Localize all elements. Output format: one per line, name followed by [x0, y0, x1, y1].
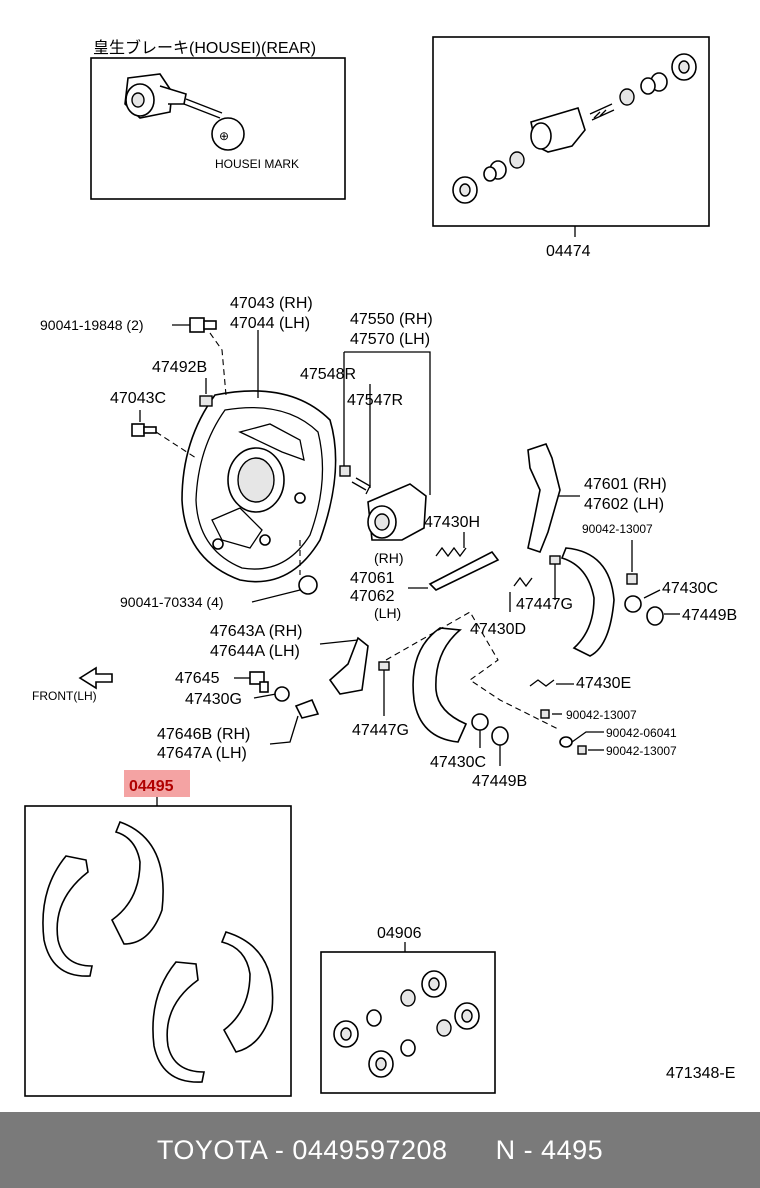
housei-wheel-cylinder-drawing: ⊕ — [124, 73, 245, 151]
label-47447g-b: 47447G — [352, 722, 409, 739]
housei-mark-glyph: ⊕ — [219, 129, 229, 143]
spring-47430h — [435, 546, 467, 558]
clip-90042-13007-c — [577, 745, 587, 755]
footer-bar: TOYOTA - 0449597208 N - 4495 — [0, 1112, 760, 1188]
footer-brand-part-number: TOYOTA - 0449597208 — [156, 1134, 448, 1165]
front-arrow-icon — [78, 666, 113, 690]
pin-47447g-b — [378, 661, 390, 671]
bolt-90041-19848 — [189, 317, 217, 333]
label-90042-06041: 90042-06041 — [606, 726, 677, 740]
wheel-cylinder-drawing — [339, 465, 427, 541]
housei-title: 皇生ブレーキ(HOUSEI)(REAR) — [93, 38, 316, 57]
label-47601-rh: 47601 (RH) — [584, 476, 667, 493]
pin-47645 — [249, 671, 269, 693]
brake-shoe-left-drawing — [412, 627, 468, 743]
wheel-cylinder-kit-parts — [452, 53, 697, 204]
label-front-lh: FRONT(LH) — [32, 689, 97, 703]
shoe-kit-number: 04495 — [129, 778, 174, 795]
shoe-kit-highlight — [124, 770, 190, 797]
strut-47061-drawing — [428, 550, 500, 591]
label-lh-adjuster: (LH) — [374, 605, 401, 621]
label-47430c-b: 47430C — [430, 754, 486, 771]
label-47646b-rh: 47646B (RH) — [157, 726, 250, 743]
label-47644a-lh: 47644A (LH) — [210, 643, 300, 660]
clip-90042-13007-b — [540, 709, 550, 719]
label-47547r: 47547R — [347, 392, 403, 409]
label-90042-13007-b: 90042-13007 — [566, 708, 637, 722]
figure-code: 471348-E — [666, 1065, 735, 1082]
label-47647a-lh: 47647A (LH) — [157, 745, 247, 762]
label-47492b: 47492B — [152, 359, 207, 376]
label-47430d: 47430D — [470, 621, 526, 638]
pin-47449b-a — [646, 606, 664, 626]
label-47548r: 47548R — [300, 366, 356, 383]
brake-shoe-right-drawing — [560, 547, 615, 657]
label-47430c-a: 47430C — [662, 580, 718, 597]
spring-cup-47430c-a — [624, 595, 642, 613]
label-47430e: 47430E — [576, 675, 631, 692]
label-47570-lh: 47570 (LH) — [350, 331, 430, 348]
label-47643a-rh: 47643A (RH) — [210, 623, 303, 640]
bleeder-47043c — [131, 423, 157, 437]
pin-47447g-a — [549, 555, 561, 565]
cup-kit-number: 04906 — [377, 925, 422, 942]
label-47430h: 47430H — [424, 514, 480, 531]
wheel-cylinder-kit-frame — [432, 36, 710, 227]
pin-47646b-drawing — [294, 698, 320, 719]
label-47430g: 47430G — [185, 691, 242, 708]
label-47602-lh: 47602 (LH) — [584, 496, 664, 513]
label-90041-19848: 90041-19848 (2) — [40, 317, 144, 333]
parking-lever-drawing — [527, 443, 561, 553]
footer-reference: N - 4495 — [495, 1134, 604, 1165]
footer-gap — [448, 1135, 496, 1166]
spring-cup-47430g — [274, 686, 290, 702]
shoe-kit-shoes-drawing — [42, 820, 274, 1083]
brake-assembly-diagram: 皇生ブレーキ(HOUSEI)(REAR) ⊕ HOUSEI MARK 04474 — [24, 36, 737, 1097]
label-47043-rh: 47043 (RH) — [230, 295, 313, 312]
housei-inset-frame — [90, 57, 346, 200]
spring-cup-47430c-b — [471, 713, 489, 731]
cup-kit-parts — [333, 970, 480, 1078]
label-47062: 47062 — [350, 588, 395, 605]
housei-mark-label: HOUSEI MARK — [215, 157, 299, 171]
label-47550-rh: 47550 (RH) — [350, 311, 433, 328]
shoe-kit-frame — [24, 805, 292, 1097]
label-47061: 47061 — [350, 570, 395, 587]
wheel-cylinder-kit-number: 04474 — [546, 243, 591, 260]
pin-47449b-b — [491, 726, 509, 746]
label-47043c: 47043C — [110, 390, 166, 407]
cup-kit-frame — [320, 951, 496, 1094]
clip-90042-13007-a — [626, 573, 638, 585]
label-90042-13007-a: 90042-13007 — [582, 522, 653, 536]
label-rh-adjuster: (RH) — [374, 550, 404, 566]
label-47044-lh: 47044 (LH) — [230, 315, 310, 332]
label-90042-13007-c: 90042-13007 — [606, 744, 677, 758]
spring-47430e — [529, 679, 555, 687]
label-47449b-a: 47449B — [682, 607, 737, 624]
lever-47643a-drawing — [328, 636, 369, 695]
plug-47492b — [199, 395, 213, 407]
spring-47430d — [513, 576, 533, 588]
washer-90042-06041 — [559, 736, 573, 748]
label-90041-70334: 90041-70334 (4) — [120, 594, 224, 610]
nut-90041-70334 — [298, 575, 318, 595]
label-47645: 47645 — [175, 670, 220, 687]
label-47447g-a: 47447G — [516, 596, 573, 613]
backing-plate-drawing — [181, 390, 337, 583]
label-47449b-b: 47449B — [472, 773, 527, 790]
